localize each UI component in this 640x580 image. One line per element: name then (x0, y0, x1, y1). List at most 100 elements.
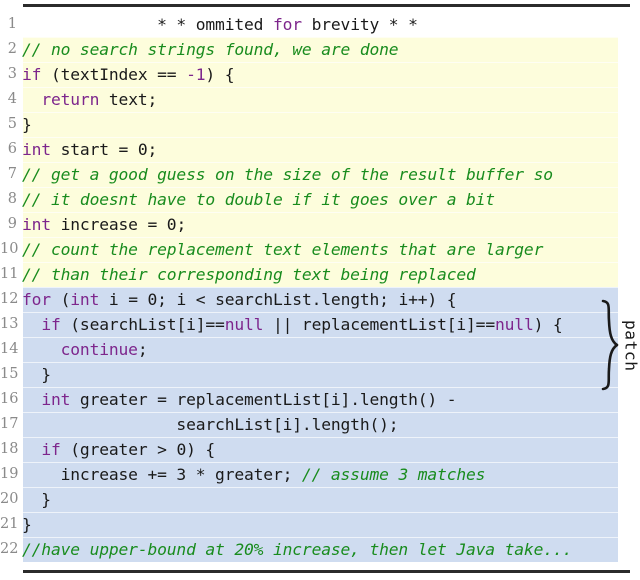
code-token: } (22, 515, 32, 534)
code-line-text: // no search strings found, we are done (20, 37, 640, 62)
code-line-text: //have upper-bound at 20% increase, then… (20, 537, 640, 562)
code-line-separator (23, 87, 618, 88)
code-line-background (23, 512, 618, 537)
code-token: * * ommited (22, 15, 273, 34)
code-token: i = (99, 290, 148, 309)
code-line-background (23, 462, 618, 487)
code-token: ( (50, 290, 71, 309)
code-token: } (22, 365, 51, 384)
code-token: int (41, 390, 71, 409)
code-token: ) { (533, 315, 563, 334)
code-line-text: if (textIndex == -1) { (20, 62, 640, 87)
code-token (22, 315, 41, 334)
code-line-text: increase += 3 * greater; // assume 3 mat… (20, 462, 640, 487)
code-line-text: searchList[i].length(); (20, 412, 640, 437)
code-line-background (23, 437, 618, 462)
code-line: 18 if (greater > 0) { (0, 437, 640, 462)
code-line: 5} (0, 112, 640, 137)
code-token (22, 340, 61, 359)
code-token: (greater > (60, 440, 177, 459)
top-rule (23, 4, 630, 7)
patch-label: patch (621, 320, 640, 372)
code-token (22, 390, 41, 409)
code-line: 4 return text; (0, 87, 640, 112)
code-line-separator (23, 487, 618, 488)
code-line-text: if (searchList[i]==null || replacementLi… (20, 312, 640, 337)
code-line: 19 increase += 3 * greater; // assume 3 … (0, 462, 640, 487)
code-line-background (23, 187, 618, 212)
code-line-separator (23, 162, 618, 163)
line-number: 6 (7, 141, 17, 157)
code-line-text: continue; (20, 337, 640, 362)
code-token: // it doesnt have to double if it goes o… (22, 190, 495, 209)
code-line-text: int increase = 0; (20, 212, 640, 237)
line-number: 7 (7, 166, 17, 182)
code-line-separator (23, 437, 618, 438)
code-line: 7// get a good guess on the size of the … (0, 162, 640, 187)
code-token: brevity * * (301, 15, 418, 34)
code-line-separator (23, 287, 618, 288)
code-line-separator (23, 512, 618, 513)
code-token: if (41, 315, 61, 334)
code-line-text: } (20, 362, 640, 387)
code-line-text: return text; (20, 87, 640, 112)
code-token: increase = (50, 215, 167, 234)
code-line: 1 * * ommited for brevity * * (0, 12, 640, 37)
code-token: for (22, 290, 51, 309)
code-token: if (22, 65, 42, 84)
code-token: // assume 3 matches (301, 465, 486, 484)
patch-annotation: patch (600, 0, 640, 580)
code-line-background (23, 162, 618, 187)
code-line-separator (23, 412, 618, 413)
code-token: ; (147, 140, 158, 159)
code-token: } (22, 490, 51, 509)
code-line: 11// than their corresponding text being… (0, 262, 640, 287)
code-line-background (23, 412, 618, 437)
line-number: 21 (0, 516, 19, 532)
code-line: 14 continue; (0, 337, 640, 362)
line-number: 13 (0, 316, 19, 332)
line-number: 14 (0, 341, 19, 357)
code-line-text: for (int i = 0; i < searchList.length; i… (20, 287, 640, 312)
code-line-separator (23, 137, 618, 138)
code-line-background (23, 37, 618, 62)
line-number: 2 (7, 41, 17, 57)
code-line-separator (23, 212, 618, 213)
code-token: text; (99, 90, 158, 109)
code-line-separator (23, 62, 618, 63)
code-line-separator (23, 362, 618, 363)
code-token: for (272, 15, 302, 34)
code-token: 0 (166, 215, 177, 234)
code-line-text: // than their corresponding text being r… (20, 262, 640, 287)
code-line-background (23, 362, 618, 387)
code-line-text: int greater = replacementList[i].length(… (20, 387, 640, 412)
code-token: ; (137, 340, 148, 359)
code-token: 0 (147, 290, 158, 309)
code-token: int (70, 290, 100, 309)
code-line-background (23, 87, 618, 112)
code-line-background (23, 237, 618, 262)
code-line: 8// it doesnt have to double if it goes … (0, 187, 640, 212)
code-line-separator (23, 312, 618, 313)
line-number: 20 (0, 491, 19, 507)
code-token (22, 440, 41, 459)
code-line-separator (23, 387, 618, 388)
code-line: 21} (0, 512, 640, 537)
code-line-text: // count the replacement text elements t… (20, 237, 640, 262)
code-token: ) { (186, 440, 216, 459)
code-token: start = (50, 140, 138, 159)
code-line-background (23, 137, 618, 162)
code-token: || replacementList[i]== (263, 315, 495, 334)
line-number: 17 (0, 416, 19, 432)
code-line-background (23, 62, 618, 87)
code-token: // than their corresponding text being r… (22, 265, 476, 284)
line-number: 12 (0, 291, 19, 307)
line-number: 16 (0, 391, 19, 407)
code-line-separator (23, 37, 618, 38)
code-line-separator (23, 187, 618, 188)
code-line-text: if (greater > 0) { (20, 437, 640, 462)
code-line: 2// no search strings found, we are done (0, 37, 640, 62)
code-line-background (23, 387, 618, 412)
